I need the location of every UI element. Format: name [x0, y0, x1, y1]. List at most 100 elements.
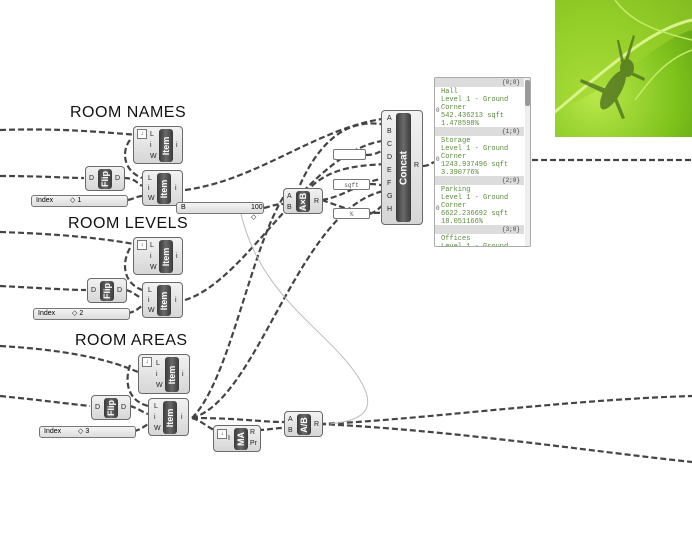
pin-out-r[interactable]: R [250, 429, 256, 436]
index-slider[interactable]: Index ◇ 2 [33, 308, 130, 320]
list-item-component[interactable]: ↓ L i W Item i [138, 354, 190, 394]
arrow-down-icon[interactable]: ↓ [137, 240, 147, 250]
pin-d[interactable]: D [91, 287, 97, 294]
mass-addition-component[interactable]: ↓ I MA R Pr [213, 425, 261, 452]
pin-d[interactable]: D [89, 175, 95, 182]
pin-out-d[interactable]: D [117, 287, 123, 294]
pin-i[interactable]: i [148, 297, 150, 304]
list-item-component[interactable]: L i W Item i [148, 398, 189, 436]
pin-w[interactable]: W [150, 153, 157, 160]
pin-out-i[interactable]: i [181, 414, 183, 421]
pin-f[interactable]: F [387, 180, 392, 187]
panel-entry: Offices Level 1 - Ground [441, 235, 509, 247]
wire [123, 139, 143, 180]
list-item-component[interactable]: ↓ L i W Item i [133, 126, 183, 164]
arrow-down-icon[interactable]: ↓ [217, 429, 227, 439]
pin-out-i[interactable]: i [182, 371, 184, 378]
concat-label: Concat [398, 150, 409, 185]
pin-h[interactable]: H [387, 206, 393, 213]
percent-text-input[interactable]: % [333, 208, 370, 219]
pin-b[interactable]: B [287, 204, 292, 211]
division-component[interactable]: A B A/B R [284, 411, 323, 437]
pin-out-i[interactable]: i [176, 142, 178, 149]
pin-c[interactable]: C [387, 141, 393, 148]
panel-scroll-thumb[interactable] [525, 80, 530, 106]
wire [191, 195, 285, 419]
pin-out-r[interactable]: R [414, 162, 420, 169]
wire [0, 174, 85, 180]
room-levels-heading: ROOM LEVELS [68, 215, 189, 232]
flip-matrix-component[interactable]: D Flip D [87, 278, 127, 303]
wire [263, 202, 285, 210]
pin-l[interactable]: L [148, 287, 152, 294]
pin-i[interactable]: i [150, 253, 152, 260]
wire [0, 128, 139, 137]
list-item-component[interactable]: L i W Item i [142, 282, 183, 318]
pin-b[interactable]: B [387, 128, 392, 135]
wire [239, 209, 369, 425]
pin-g[interactable]: G [387, 193, 393, 200]
pin-l[interactable]: L [154, 403, 158, 410]
wire [191, 416, 285, 424]
arrow-down-icon[interactable]: ↓ [137, 129, 147, 139]
pin-w[interactable]: W [154, 425, 161, 432]
pin-a[interactable]: A [387, 115, 392, 122]
pin-i[interactable]: i [156, 371, 158, 378]
item-index: 0 [436, 156, 440, 163]
wire [0, 230, 135, 246]
index-slider[interactable]: Index ◇ 3 [39, 426, 136, 438]
wire [123, 247, 143, 292]
pin-l[interactable]: L [150, 131, 154, 138]
arrow-down-icon[interactable]: ↓ [142, 357, 152, 367]
flip-matrix-component[interactable]: D Flip D [85, 166, 125, 191]
pin-l[interactable]: L [150, 242, 154, 249]
pin-i[interactable]: i [150, 142, 152, 149]
list-item-component[interactable]: L i W Item i [142, 170, 183, 206]
panel-scrollbar[interactable] [525, 78, 530, 246]
panel-entry: Hall Level 1 - Ground Corner 542.436213 … [441, 88, 509, 128]
pin-out-d[interactable]: D [115, 175, 121, 182]
pin-w[interactable]: W [148, 195, 155, 202]
pin-i[interactable]: I [228, 435, 230, 442]
pin-d[interactable]: D [387, 154, 393, 161]
concatenate-component[interactable]: A B C D E F G H Concat R [381, 110, 423, 225]
item-label: Item [159, 179, 169, 198]
wire [125, 288, 143, 300]
panel-entry: Storage Level 1 - Ground Corner 1243.937… [441, 137, 509, 177]
pin-d[interactable]: D [95, 404, 101, 411]
pin-out-i[interactable]: i [175, 185, 177, 192]
wire [422, 161, 435, 168]
pin-a[interactable]: A [287, 193, 292, 200]
multiplier-slider[interactable]: B 100 ◇ [176, 202, 264, 221]
pin-out-i[interactable]: i [175, 297, 177, 304]
pin-i[interactable]: i [148, 185, 150, 192]
wire [184, 116, 391, 192]
pin-l[interactable]: L [148, 175, 152, 182]
multiplication-component[interactable]: A B A×B R [283, 188, 323, 214]
item-label: Item [159, 291, 169, 310]
pin-e[interactable]: E [387, 167, 392, 174]
index-slider[interactable]: Index ◇ 1 [31, 195, 128, 207]
pin-out-i[interactable]: i [176, 253, 178, 260]
item-index: 0 [436, 107, 440, 114]
pin-w[interactable]: W [150, 264, 157, 271]
pin-i[interactable]: i [154, 414, 156, 421]
output-panel[interactable]: {0;0} 0 Hall Level 1 - Ground Corner 542… [434, 77, 531, 247]
pin-out-r[interactable]: R [314, 198, 320, 205]
pin-b[interactable]: B [288, 427, 293, 434]
pin-out-pr[interactable]: Pr [250, 440, 257, 447]
wire [127, 305, 143, 315]
pin-l[interactable]: L [156, 360, 160, 367]
pin-out-r[interactable]: R [314, 421, 320, 428]
list-item-component[interactable]: ↓ L i W Item i [133, 237, 183, 275]
pin-a[interactable]: A [288, 416, 293, 423]
pin-w[interactable]: W [148, 307, 155, 314]
flip-matrix-component[interactable]: D Flip D [91, 395, 131, 420]
blank-text-input[interactable] [333, 149, 366, 160]
item-label: Item [165, 408, 175, 427]
pin-out-d[interactable]: D [121, 404, 127, 411]
sqft-text-input[interactable]: sqft [333, 179, 370, 190]
wire [123, 176, 143, 187]
pin-w[interactable]: W [156, 382, 163, 389]
